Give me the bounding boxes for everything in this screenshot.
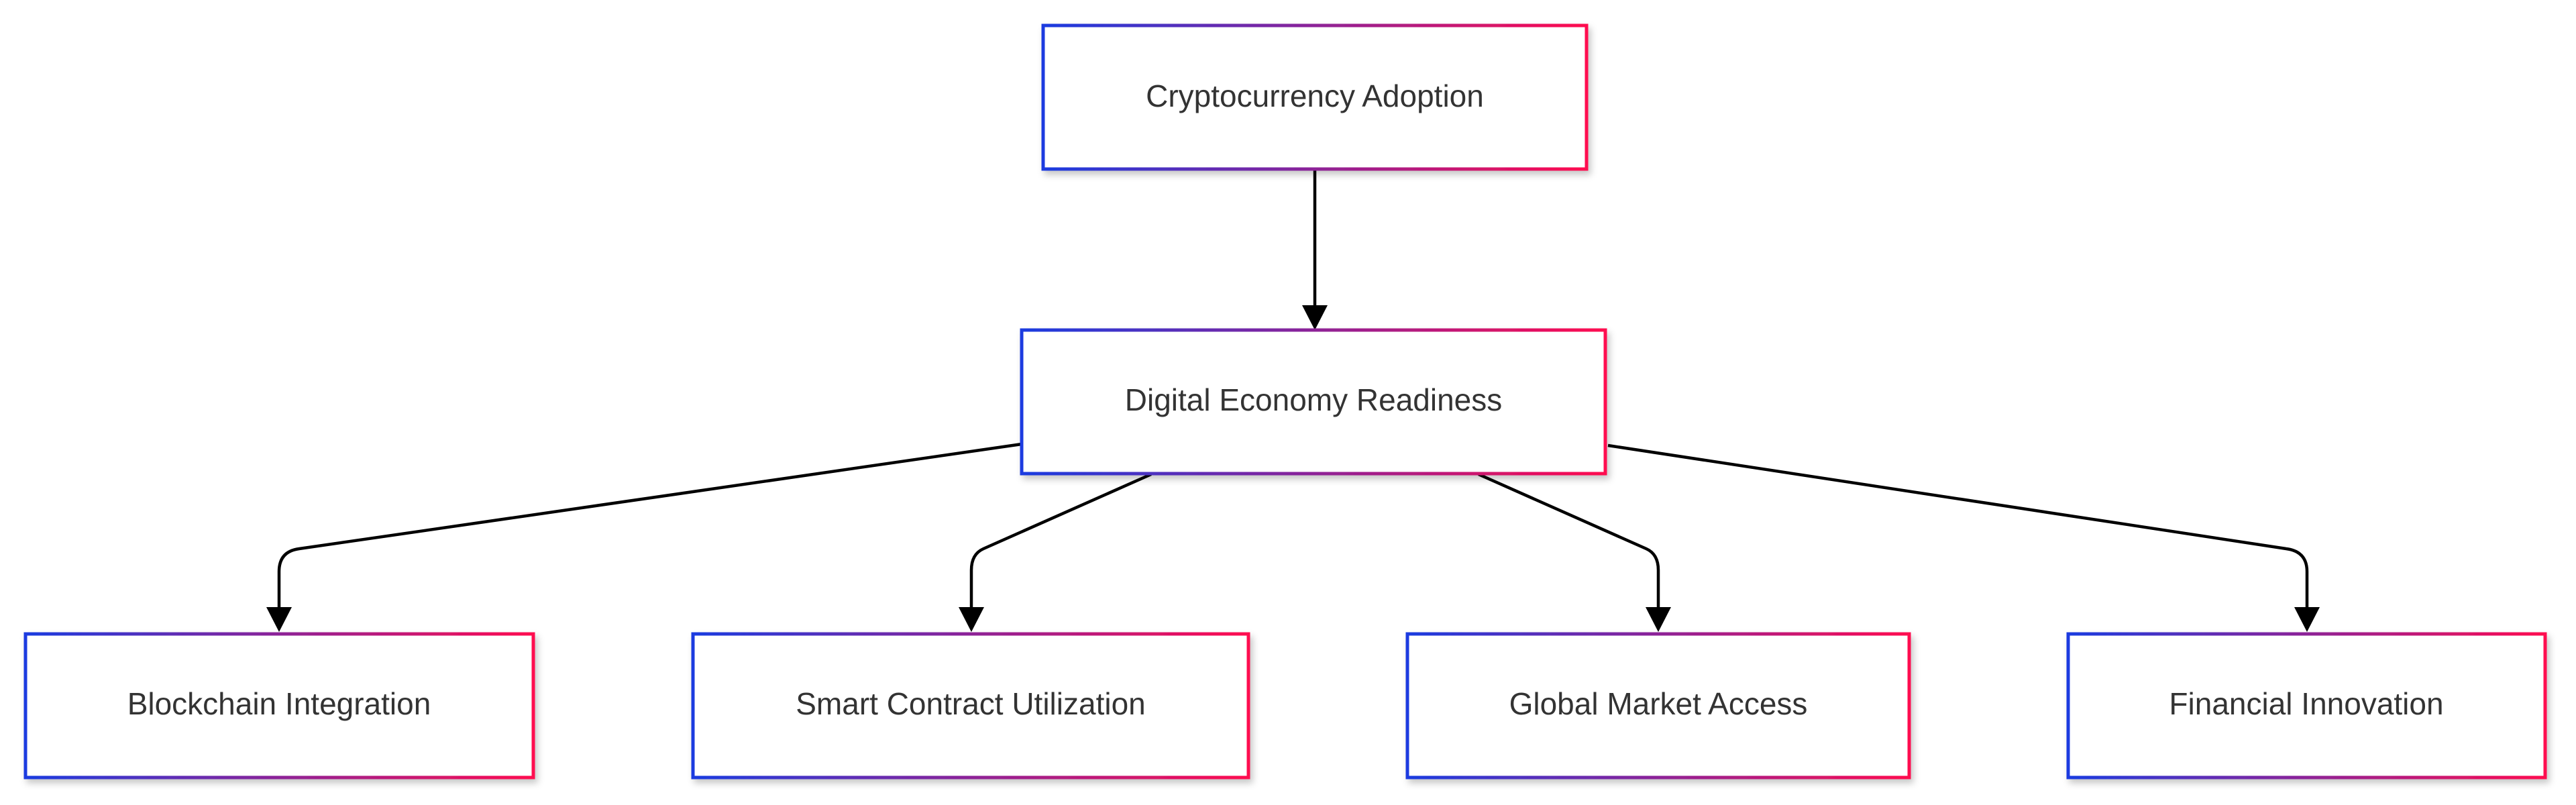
node-label: Smart Contract Utilization [796,686,1146,721]
nodes-group: Cryptocurrency Adoption Digital Economy … [23,23,2547,780]
node-label: Financial Innovation [2169,686,2443,721]
edges-group [277,169,2309,617]
node-financial-innovation[interactable]: Financial Innovation [2066,632,2547,780]
edge-digital-to-smartcontract [969,472,1152,617]
edge-digital-to-blockchain [277,442,1022,617]
node-box [691,632,1250,780]
node-box [1405,632,1911,780]
node-cryptocurrency-adoption[interactable]: Cryptocurrency Adoption [1041,23,1589,171]
arrowhead-smartcontract [959,607,984,632]
arrowhead-globalmarket [1646,607,1671,632]
node-box [1020,328,1607,476]
arrowheads-group [266,305,2320,632]
node-digital-economy-readiness[interactable]: Digital Economy Readiness [1020,328,1607,476]
node-box [23,632,535,780]
node-label: Cryptocurrency Adoption [1146,78,1484,113]
edge-digital-to-globalmarket [1478,472,1660,617]
edge-digital-to-financial [1607,443,2309,617]
node-box [2066,632,2547,780]
node-blockchain-integration[interactable]: Blockchain Integration [23,632,535,780]
node-box [1041,23,1589,171]
node-smart-contract-utilization[interactable]: Smart Contract Utilization [691,632,1250,780]
node-label: Blockchain Integration [127,686,431,721]
node-label: Global Market Access [1509,686,1808,721]
node-global-market-access[interactable]: Global Market Access [1405,632,1911,780]
arrowhead-blockchain [266,607,292,632]
node-label: Digital Economy Readiness [1125,382,1503,417]
arrowhead-digital [1302,305,1328,330]
arrowhead-financial [2294,607,2320,632]
